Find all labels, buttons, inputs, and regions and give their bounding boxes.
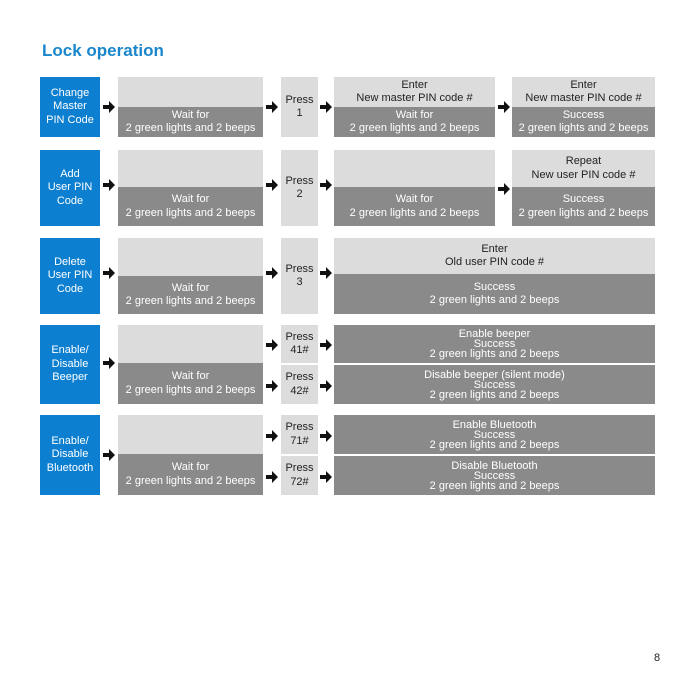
enter-cell: Enter Old user PIN code # [334, 238, 655, 274]
arrow-right-icon [498, 183, 510, 195]
wait-cell: Wait for 2 green lights and 2 beeps [118, 363, 263, 404]
arrow-right-icon [266, 179, 278, 191]
press-cell: Press 72# [281, 456, 318, 495]
arrow-right-icon [103, 267, 115, 279]
arrow-right-icon [266, 430, 278, 442]
result-cell: Enable Bluetooth Success 2 green lights … [334, 415, 655, 454]
blank-cell [334, 150, 495, 187]
label-beeper: Enable/ Disable Beeper [40, 325, 100, 404]
success-cell: Success 2 green lights and 2 beeps [334, 274, 655, 314]
success-cell: Success 2 green lights and 2 beeps [512, 187, 655, 226]
arrow-right-icon [320, 380, 332, 392]
press-cell: Press 1 [281, 77, 318, 137]
result-cell: Disable beeper (silent mode) Success 2 g… [334, 365, 655, 404]
blank-cell [118, 150, 263, 187]
arrow-right-icon [320, 430, 332, 442]
arrow-right-icon [103, 101, 115, 113]
press-cell: Press 42# [281, 365, 318, 404]
repeat-cell: Repeat New user PIN code # [512, 150, 655, 187]
arrow-right-icon [266, 339, 278, 351]
arrow-right-icon [320, 339, 332, 351]
label-delete-user: Delete User PIN Code [40, 238, 100, 314]
result-cell: Enable beeper Success 2 green lights and… [334, 325, 655, 363]
arrow-right-icon [320, 179, 332, 191]
arrow-right-icon [103, 179, 115, 191]
wait-cell: Wait for 2 green lights and 2 beeps [118, 454, 263, 495]
arrow-right-icon [498, 101, 510, 113]
page-number: 8 [654, 652, 661, 664]
arrow-right-icon [320, 101, 332, 113]
blank-cell [118, 77, 263, 107]
press-cell: Press 3 [281, 238, 318, 314]
arrow-right-icon [103, 357, 115, 369]
label-bluetooth: Enable/ Disable Bluetooth [40, 415, 100, 495]
arrow-right-icon [266, 101, 278, 113]
page-title: Lock operation [42, 41, 164, 60]
enter-cell: Enter New master PIN code # [512, 77, 655, 107]
result-cell: Disable Bluetooth Success 2 green lights… [334, 456, 655, 495]
arrow-right-icon [320, 267, 332, 279]
blank-cell [118, 415, 263, 454]
arrow-right-icon [320, 471, 332, 483]
arrow-right-icon [266, 471, 278, 483]
wait-cell: Wait for 2 green lights and 2 beeps [118, 107, 263, 137]
press-cell: Press 41# [281, 325, 318, 363]
label-add-user: Add User PIN Code [40, 150, 100, 226]
press-cell: Press 2 [281, 150, 318, 226]
wait-cell: Wait for 2 green lights and 2 beeps [334, 107, 495, 137]
arrow-right-icon [266, 380, 278, 392]
success-cell: Success 2 green lights and 2 beeps [512, 107, 655, 137]
wait-cell: Wait for 2 green lights and 2 beeps [118, 187, 263, 226]
press-cell: Press 71# [281, 415, 318, 454]
enter-cell: Enter New master PIN code # [334, 77, 495, 107]
wait-cell: Wait for 2 green lights and 2 beeps [118, 276, 263, 314]
blank-cell [118, 325, 263, 363]
wait-cell: Wait for 2 green lights and 2 beeps [334, 187, 495, 226]
arrow-right-icon [103, 449, 115, 461]
label-change-master: Change Master PIN Code [40, 77, 100, 137]
arrow-right-icon [266, 267, 278, 279]
blank-cell [118, 238, 263, 276]
